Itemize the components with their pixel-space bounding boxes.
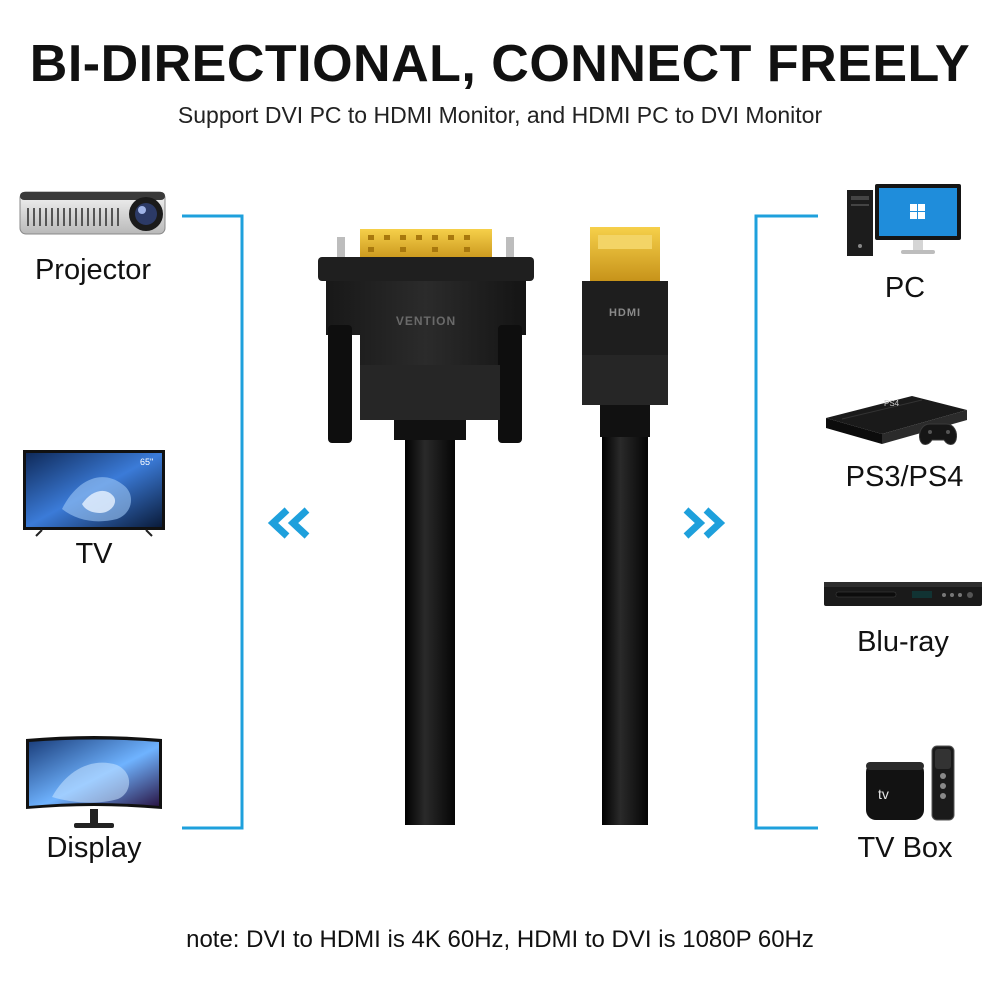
chevron-right-icon <box>683 507 726 539</box>
device-label-display: Display <box>46 832 142 864</box>
dvi-hdmi-cable: VENTION HDMI <box>318 227 668 825</box>
footer-note: note: DVI to HDMI is 4K 60Hz, HDMI to DV… <box>186 926 814 953</box>
device-label-pc: PC <box>884 272 926 304</box>
bluray-player-icon <box>824 582 982 606</box>
tv-icon: 65" <box>23 450 165 537</box>
right-bracket <box>754 214 818 830</box>
game-console-icon: PS4 <box>826 396 967 445</box>
projector-icon <box>19 191 166 235</box>
tv-size-badge: 65" <box>140 457 153 467</box>
device-label-ps: PS3/PS4 <box>845 461 964 493</box>
page-subtitle: Support DVI PC to HDMI Monitor, and HDMI… <box>177 102 823 128</box>
device-label-projector: Projector <box>34 254 152 286</box>
vention-brand-text: VENTION <box>396 314 456 328</box>
page-title: BI-DIRECTIONAL, CONNECT FREELY <box>29 35 971 93</box>
device-label-tv: TV <box>75 538 113 570</box>
device-label-tvbox: TV Box <box>857 832 953 864</box>
tv-box-icon: tv <box>866 745 955 821</box>
left-bracket <box>182 214 244 830</box>
tv-box-logo: tv <box>878 786 889 802</box>
chevron-left-icon <box>267 507 310 539</box>
svg-text:PS4: PS4 <box>884 399 900 408</box>
hdmi-logo-text: HDMI <box>609 307 641 319</box>
device-label-bluray: Blu-ray <box>857 626 949 658</box>
dvi-connector: VENTION <box>318 229 534 443</box>
curved-display-icon <box>26 736 162 828</box>
hdmi-connector: HDMI <box>582 227 668 437</box>
desktop-pc-icon <box>847 184 961 256</box>
